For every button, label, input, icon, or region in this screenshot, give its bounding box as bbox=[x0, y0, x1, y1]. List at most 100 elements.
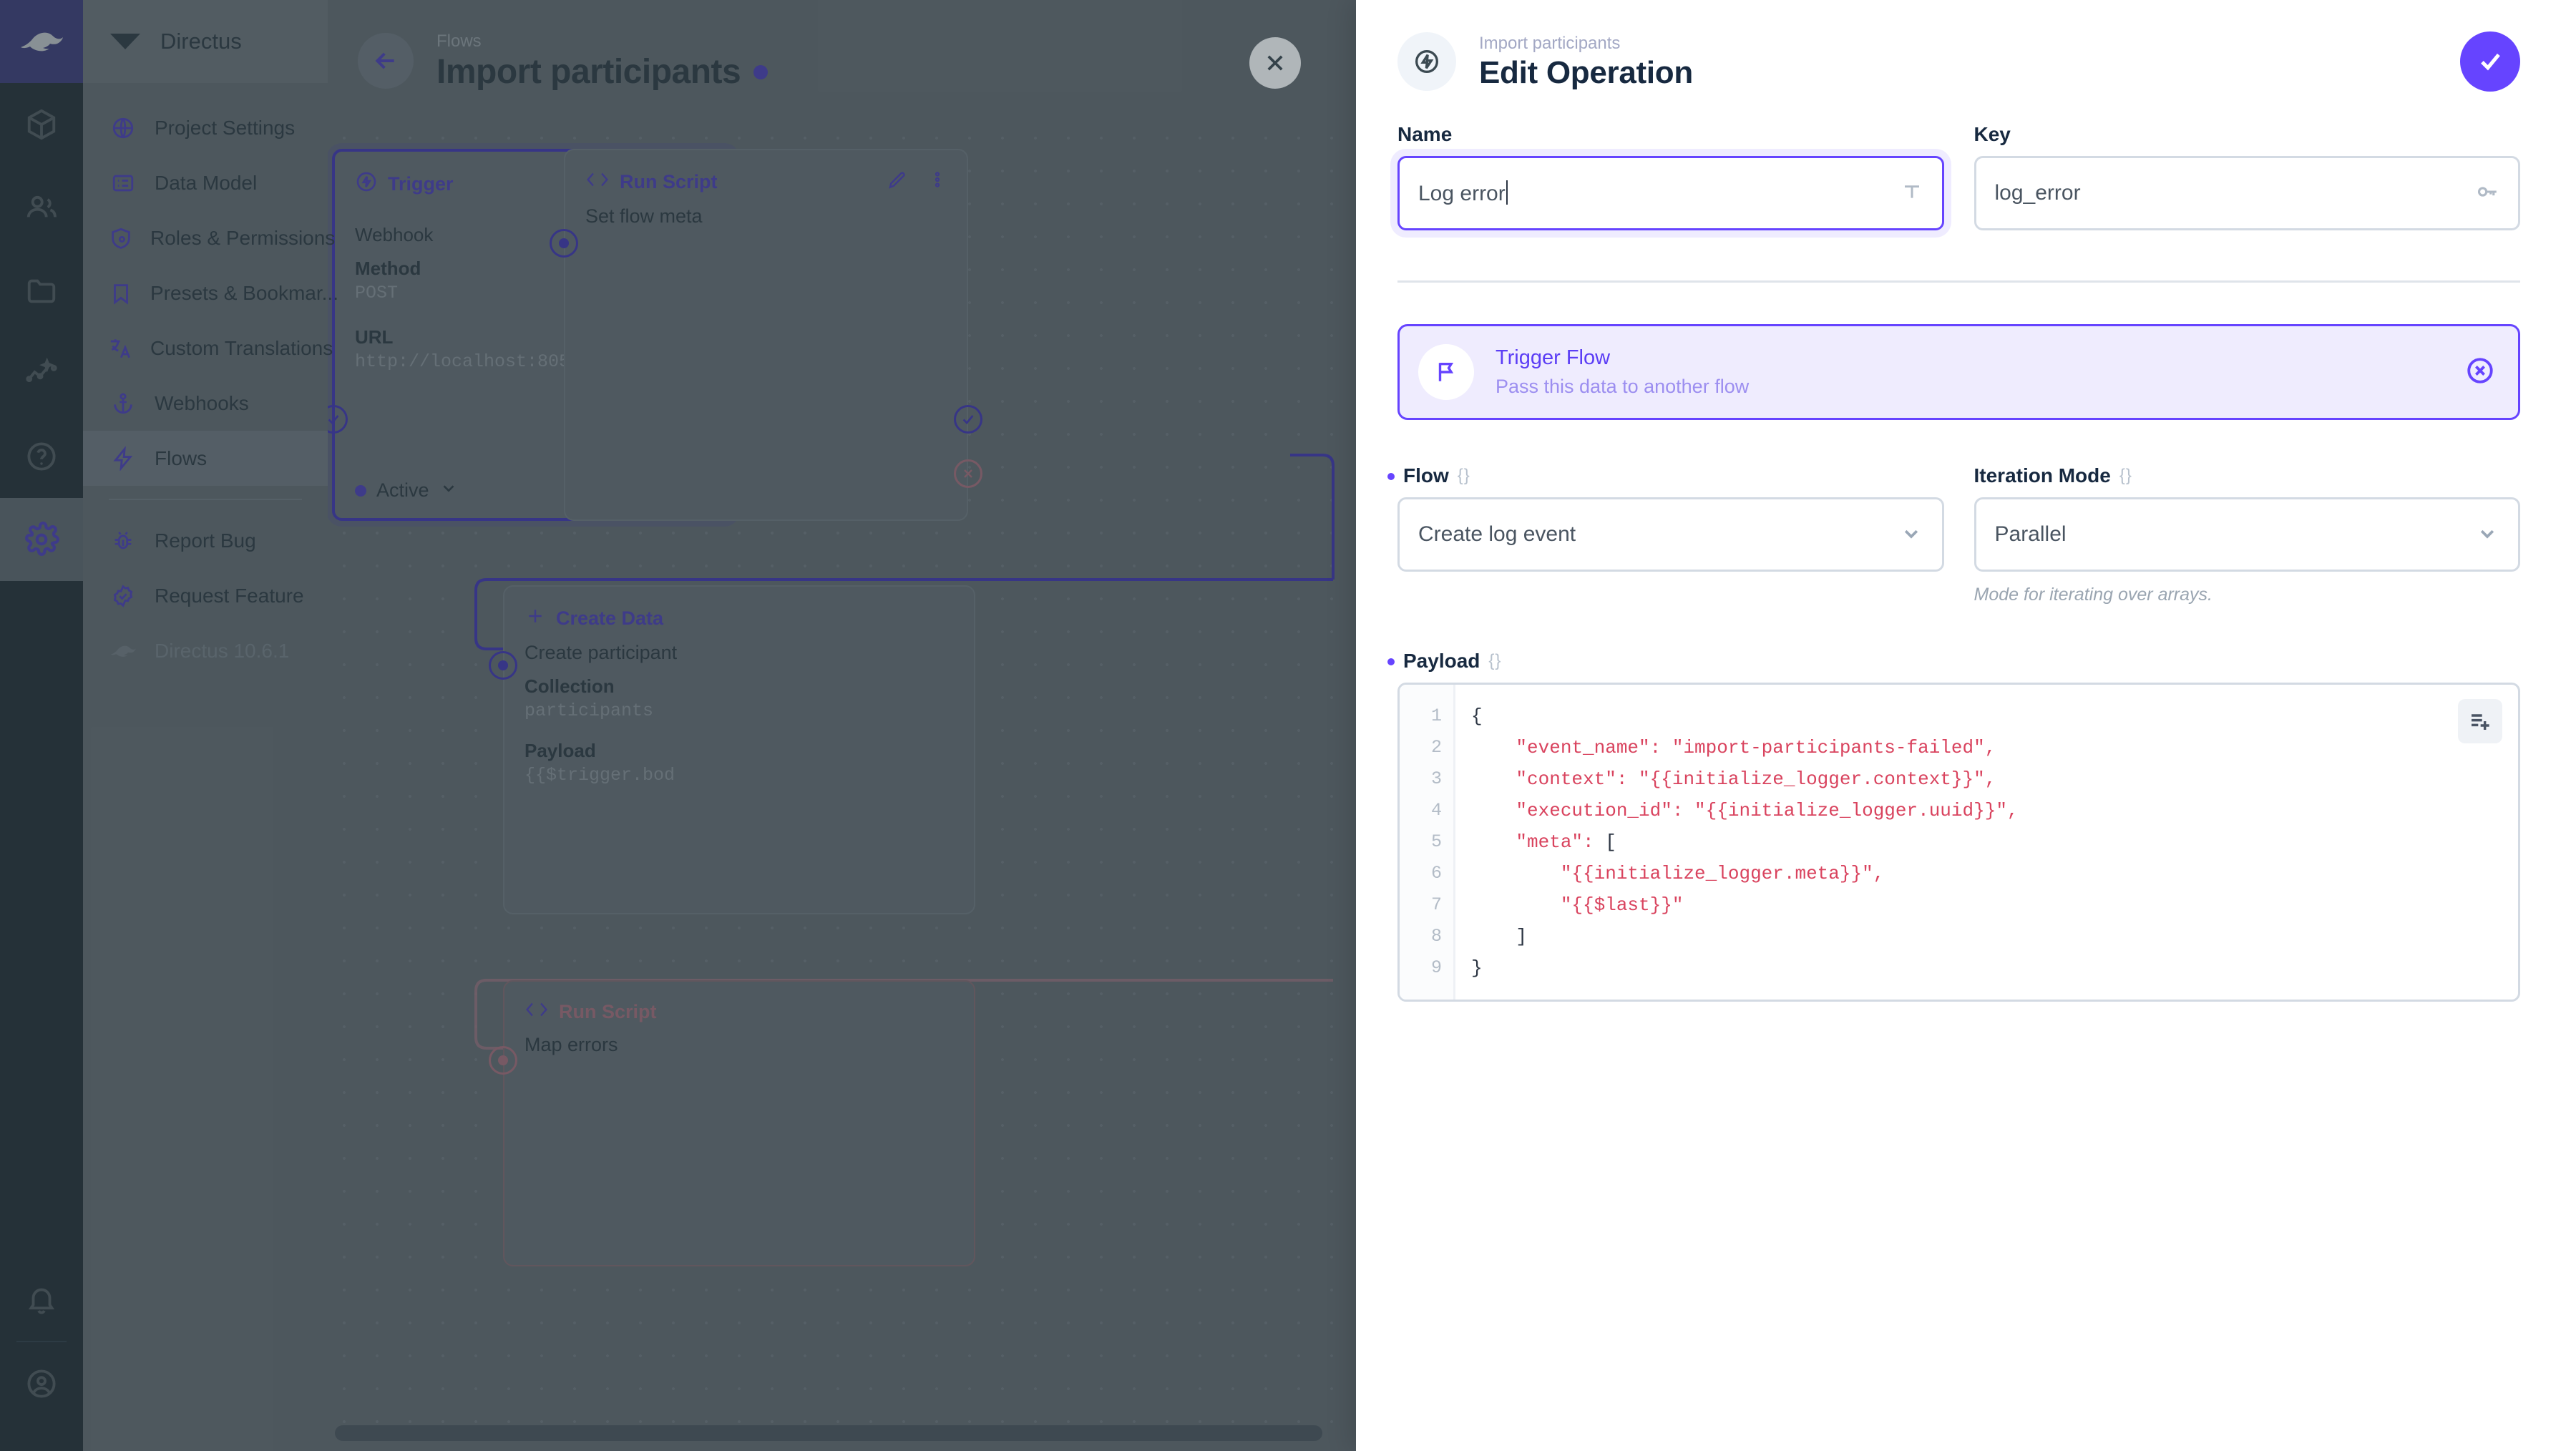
sidebar-item-report-bug[interactable]: Report Bug bbox=[83, 513, 328, 568]
iteration-mode-select[interactable]: Parallel bbox=[1974, 497, 2520, 572]
node-port-input[interactable] bbox=[489, 1046, 517, 1075]
sidebar-item-project-settings[interactable]: Project Settings bbox=[83, 100, 328, 155]
close-circle-icon[interactable] bbox=[2465, 356, 2495, 389]
name-label-text: Name bbox=[1397, 123, 1453, 145]
name-input[interactable]: Log error bbox=[1397, 156, 1944, 230]
node-port-success[interactable] bbox=[954, 405, 982, 434]
code-line-number: 3 bbox=[1430, 768, 1442, 789]
directus-rabbit-logo[interactable] bbox=[0, 0, 83, 83]
operation-type-card[interactable]: Trigger Flow Pass this data to another f… bbox=[1397, 324, 2520, 420]
modal-backdrop[interactable] bbox=[0, 0, 1360, 1451]
module-bar bbox=[0, 0, 83, 1451]
node-port-input[interactable] bbox=[550, 229, 578, 258]
sidebar-item-custom-translations[interactable]: Custom Translations bbox=[83, 321, 333, 376]
module-docs[interactable] bbox=[0, 415, 83, 498]
flow-canvas: Flows Import participants bbox=[328, 0, 1360, 1451]
iteration-mode-label: Iteration Mode {} bbox=[1974, 464, 2521, 487]
iteration-mode-field-group: Iteration Mode {} Parallel Mode for iter… bbox=[1974, 464, 2521, 605]
sidebar-version-label: Directus 10.6.1 bbox=[155, 639, 290, 662]
flow-node-run-script-1[interactable]: Run Script Set flow meta bbox=[550, 149, 982, 521]
node-port-reject[interactable] bbox=[954, 459, 982, 488]
drawer-header: Import participants Edit Operation bbox=[1356, 0, 2576, 123]
save-button[interactable] bbox=[2460, 31, 2520, 92]
drawer-breadcrumb: Import participants bbox=[1479, 33, 1621, 53]
operation-name: Create participant bbox=[525, 642, 678, 663]
flow-node-run-script-2[interactable]: Run Script Map errors bbox=[489, 980, 975, 1266]
payload-value: {{$trigger.bod bbox=[525, 765, 675, 786]
node-port-input[interactable] bbox=[489, 651, 517, 680]
code-line-number: 2 bbox=[1430, 737, 1442, 758]
module-content[interactable] bbox=[0, 83, 83, 166]
sidebar-item-label: Request Feature bbox=[155, 584, 304, 607]
braces-icon: {} bbox=[2119, 466, 2132, 485]
module-account[interactable] bbox=[0, 1342, 83, 1425]
sidebar-item-label: Custom Translations bbox=[150, 336, 333, 359]
dots-vertical-icon[interactable] bbox=[928, 170, 947, 194]
module-user-directory[interactable] bbox=[0, 166, 83, 249]
code-area[interactable]: { "event_name": "import-participants-fai… bbox=[1455, 685, 2518, 1000]
node-status[interactable]: Active bbox=[355, 479, 458, 502]
pencil-icon[interactable] bbox=[887, 169, 908, 195]
sidebar-brand[interactable]: Directus bbox=[83, 0, 328, 83]
node-title: Run Script bbox=[620, 171, 718, 192]
key-input-value: log_error bbox=[1994, 181, 2081, 205]
status-dot bbox=[355, 484, 366, 497]
operation-type-text: Trigger Flow Pass this data to another f… bbox=[1496, 343, 2444, 401]
translate-icon bbox=[109, 334, 133, 363]
key-input[interactable]: log_error bbox=[1974, 156, 2520, 230]
playlist-add-icon[interactable] bbox=[2458, 699, 2502, 743]
required-marker bbox=[1387, 473, 1395, 480]
key-label: Key bbox=[1974, 123, 2521, 146]
sidebar-brand-label: Directus bbox=[160, 29, 242, 54]
url-label: URL bbox=[355, 326, 394, 348]
iteration-mode-select-value: Parallel bbox=[1994, 522, 2067, 546]
iteration-mode-label-text: Iteration Mode bbox=[1974, 464, 2111, 487]
module-settings[interactable] bbox=[0, 498, 83, 581]
flow-select-value: Create log event bbox=[1418, 522, 1576, 546]
close-button[interactable] bbox=[1249, 37, 1301, 89]
code-line-number: 5 bbox=[1430, 831, 1442, 852]
module-file-library[interactable] bbox=[0, 249, 83, 332]
sidebar-item-roles-permissions[interactable]: Roles & Permissions bbox=[83, 210, 335, 265]
list-box-icon bbox=[109, 169, 137, 197]
canvas-horizontal-scrollbar[interactable] bbox=[335, 1425, 1322, 1441]
sidebar-item-label: Report Bug bbox=[155, 529, 256, 552]
sidebar-item-flows[interactable]: Flows bbox=[83, 431, 328, 486]
flow-node-create-data[interactable]: Create Data Create participant Collectio… bbox=[489, 585, 975, 914]
module-notifications[interactable] bbox=[0, 1258, 83, 1341]
node-port-success[interactable] bbox=[328, 405, 348, 434]
required-marker bbox=[1387, 658, 1395, 665]
chevron-down-icon bbox=[1899, 521, 1923, 549]
directus-rabbit-logo bbox=[109, 637, 137, 665]
directus-mark-icon bbox=[109, 29, 142, 54]
sidebar-divider bbox=[109, 499, 302, 500]
flow-select[interactable]: Create log event bbox=[1397, 497, 1944, 572]
node-header: Create Data bbox=[504, 587, 974, 639]
name-label: Name bbox=[1397, 123, 1944, 146]
sidebar-item-data-model[interactable]: Data Model bbox=[83, 155, 328, 210]
drawer-title: Edit Operation bbox=[1479, 55, 1693, 91]
back-button[interactable] bbox=[358, 33, 414, 89]
node-title: Trigger bbox=[388, 173, 454, 195]
node-header: Run Script bbox=[565, 150, 967, 202]
braces-icon: {} bbox=[1488, 651, 1502, 670]
flow-canvas-grid[interactable]: Trigger Webhook Method POST URL http://l… bbox=[328, 122, 1360, 1451]
edit-operation-drawer: Import participants Edit Operation Name … bbox=[1356, 0, 2576, 1451]
code-line-number: 6 bbox=[1430, 863, 1442, 884]
admin-shield-icon bbox=[109, 224, 133, 253]
breadcrumb[interactable]: Flows bbox=[436, 31, 482, 51]
key-label-text: Key bbox=[1974, 123, 2011, 145]
node-body: Map errors bbox=[504, 1031, 974, 1063]
sidebar-item-request-feature[interactable]: Request Feature bbox=[83, 568, 328, 623]
chevron-down-icon bbox=[2475, 521, 2499, 549]
nav-sidebar: Directus Project Settings Data Model Rol bbox=[83, 0, 338, 1451]
sidebar-item-webhooks[interactable]: Webhooks bbox=[83, 376, 328, 431]
bug-icon bbox=[109, 527, 137, 555]
module-insights[interactable] bbox=[0, 332, 83, 415]
sidebar-item-presets-bookmarks[interactable]: Presets & Bookmar... bbox=[83, 265, 338, 321]
status-label: Active bbox=[376, 479, 429, 501]
text-format-icon bbox=[1901, 180, 1923, 207]
payload-label: Payload bbox=[525, 740, 596, 761]
code-line-number: 8 bbox=[1430, 926, 1442, 947]
